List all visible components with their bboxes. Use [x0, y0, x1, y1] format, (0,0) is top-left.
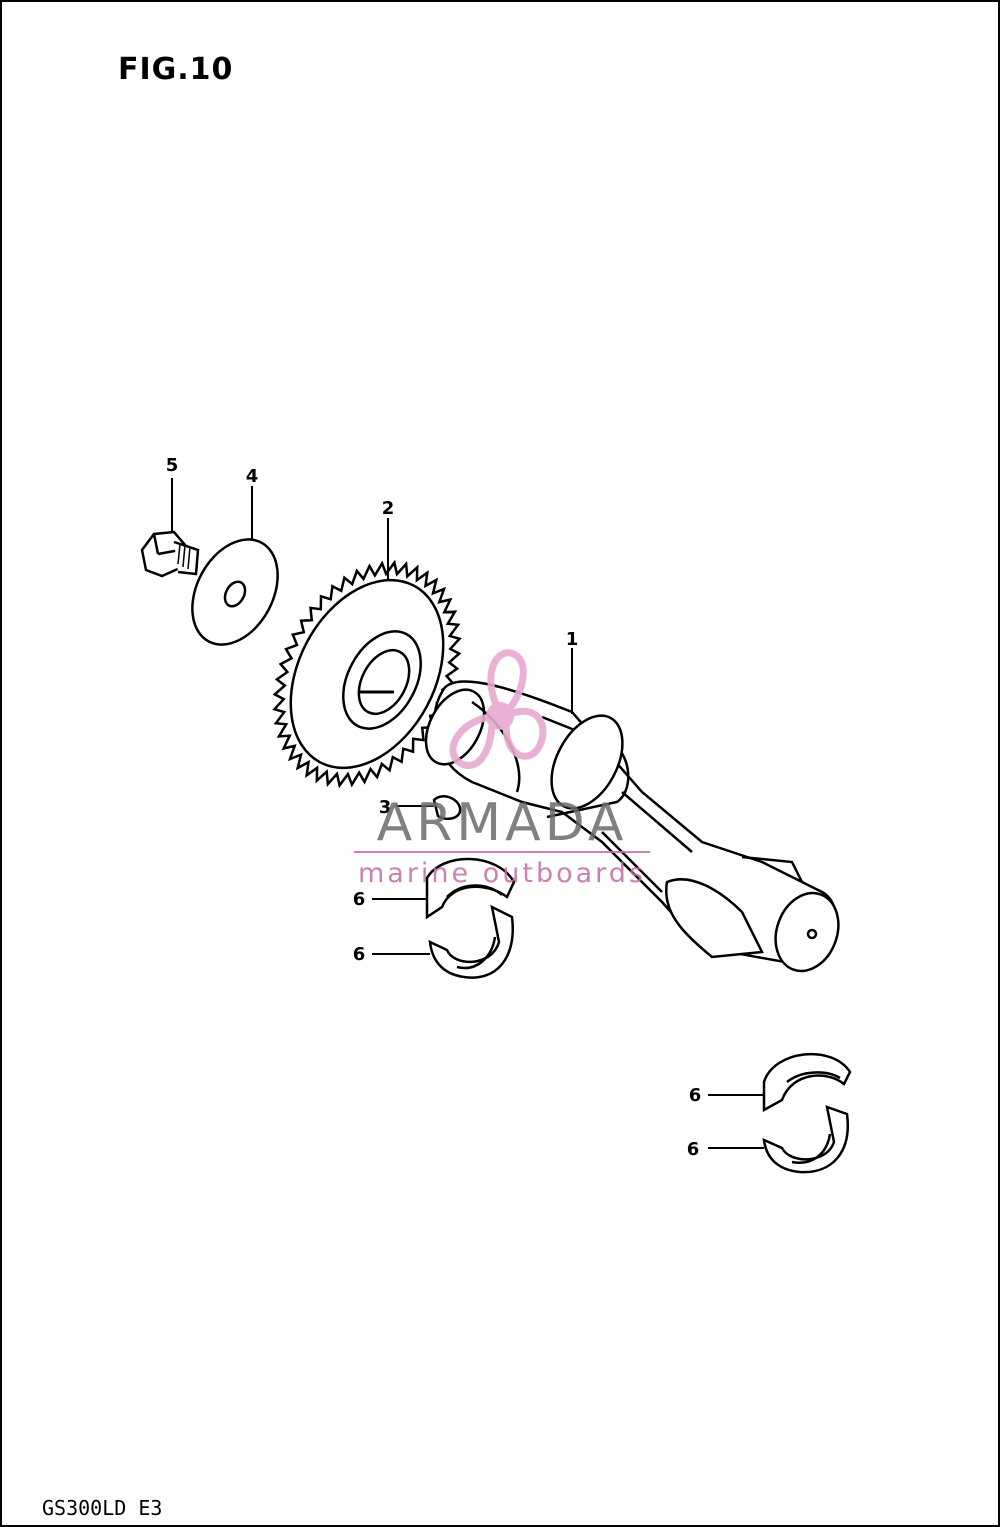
part-3-key [432, 795, 462, 820]
model-code: GS300LD E3 [42, 1496, 163, 1520]
watermark-propeller-logo [449, 649, 547, 769]
part-6-bearing-left-lower [428, 904, 515, 979]
watermark-title: ARMADA [377, 793, 628, 853]
part-6-bearing-right-upper [762, 1052, 852, 1113]
callout-5: 5 [166, 455, 179, 476]
callout-1: 1 [566, 629, 579, 650]
callout-3: 3 [379, 797, 392, 818]
part-4-washer [191, 538, 279, 646]
callout-2: 2 [382, 498, 395, 519]
part-5-bolt [140, 530, 200, 578]
leader-lines [171, 478, 764, 1149]
part-6-bearing-left-upper [425, 857, 516, 920]
callout-6c: 6 [689, 1085, 702, 1106]
callout-4: 4 [246, 466, 259, 487]
part-2-gear [272, 559, 462, 789]
watermark: ARMADA marine outboards [354, 649, 650, 889]
figure-title: FIG.10 [118, 52, 234, 87]
part-6-bearing-right-lower [762, 1105, 850, 1174]
callout-6b: 6 [353, 944, 366, 965]
callout-6a: 6 [353, 889, 366, 910]
callout-6d: 6 [687, 1139, 700, 1160]
watermark-subtitle: marine outboards [358, 858, 646, 889]
